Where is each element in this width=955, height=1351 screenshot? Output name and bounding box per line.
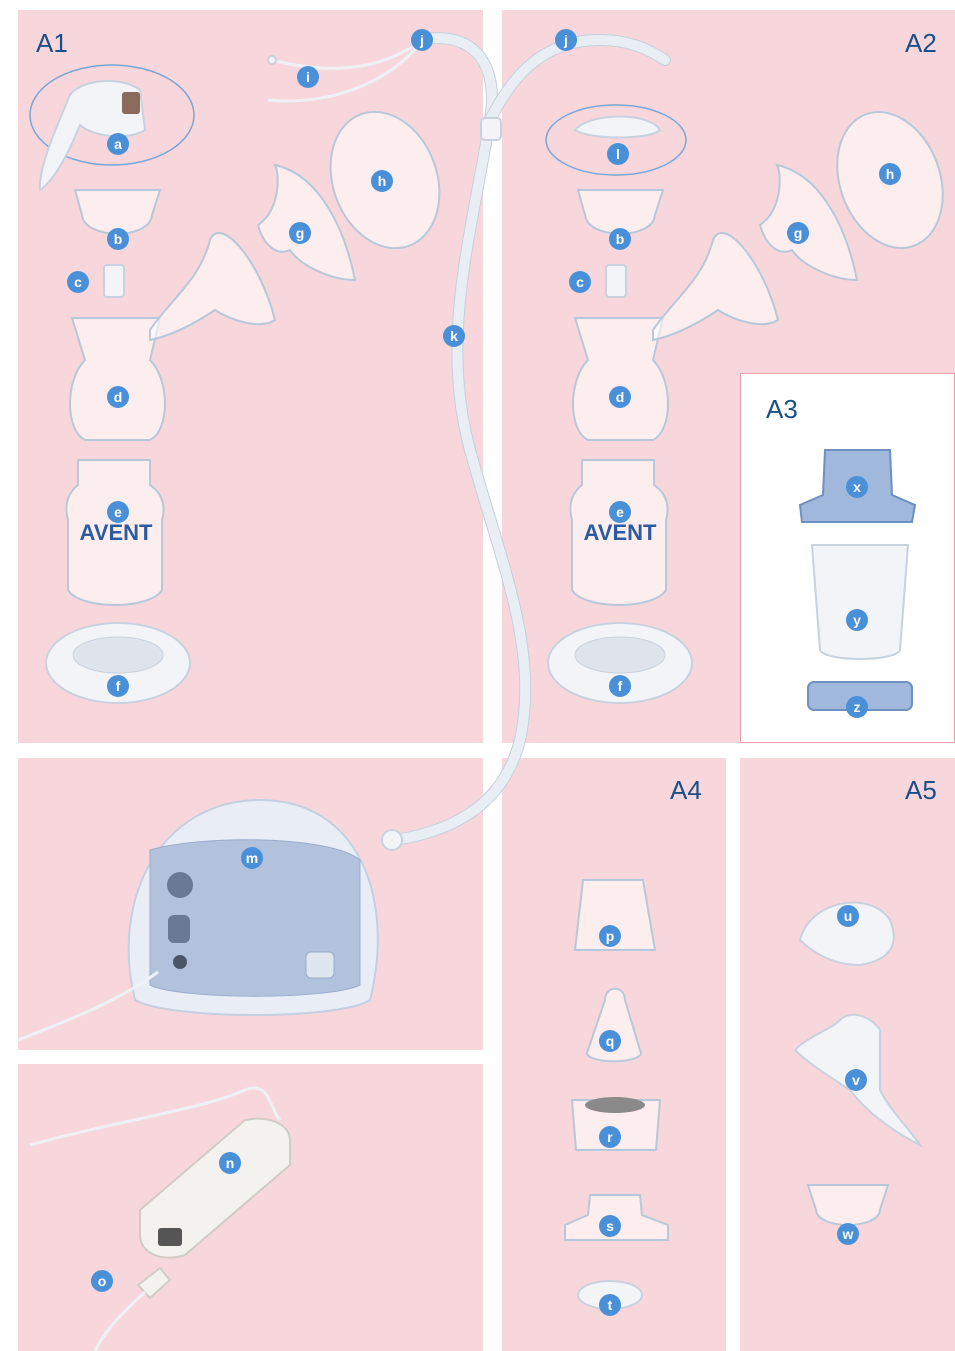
label-o: o [91,1270,113,1292]
label-a1-i: i [297,66,319,88]
a4-part-r-opening [585,1097,645,1113]
label-x: x [846,476,868,498]
label-a2-l: l [607,143,629,165]
a5-part-w [808,1185,888,1225]
a1-part-f-inner [73,637,163,673]
a1-bottle-logo: AVENT [80,520,153,545]
a1-funnel [150,233,275,340]
plug-o-cable [95,1292,145,1351]
a2-part-l [575,117,660,138]
label-a2-b: b [609,228,631,250]
panel-title-a4: A4 [670,775,702,806]
label-y: y [846,609,868,631]
tube-i-end [268,56,276,64]
label-q: q [599,1030,621,1052]
motor-button-top [167,872,193,898]
tube-a2-inner [490,40,665,120]
a1-part-c [104,265,124,297]
label-u: u [837,905,859,927]
motor-switch [306,952,334,978]
label-a2-g: g [787,222,809,244]
label-a1-c: c [67,271,89,293]
motor-button-middle [168,915,190,943]
adapter-socket [158,1228,182,1246]
label-a2-c: c [569,271,591,293]
label-z: z [846,696,868,718]
label-a2-e: e [609,501,631,523]
tube-connector [481,118,501,140]
motor-port [173,955,187,969]
label-a1-a: a [107,133,129,155]
label-a2-d: d [609,386,631,408]
label-t: t [599,1294,621,1316]
label-a2-h: h [879,163,901,185]
label-a1-d: d [107,386,129,408]
label-k: k [443,325,465,347]
label-a1-j: j [411,29,433,51]
tube-i-lower [268,44,420,101]
label-a1-e: e [107,501,129,523]
label-p: p [599,925,621,947]
a2-bottle-logo: AVENT [584,520,657,545]
panel-title-a5: A5 [905,775,937,806]
panel-title-a2: A2 [905,28,937,59]
label-w: w [837,1223,859,1245]
a3-part-y [812,545,908,659]
label-a1-g: g [289,222,311,244]
a1-part-a-window [122,92,140,114]
label-a2-f: f [609,675,631,697]
panel-title-a3: A3 [766,394,798,425]
a2-part-c [606,265,626,297]
label-n: n [219,1152,241,1174]
label-a1-h: h [371,170,393,192]
label-a2-j: j [555,29,577,51]
label-s: s [599,1215,621,1237]
motor-tube-connector [382,830,402,850]
panel-title-a1: A1 [36,28,68,59]
label-m: m [241,847,263,869]
a2-part-f-inner [575,637,665,673]
label-r: r [599,1126,621,1148]
label-v: v [845,1069,867,1091]
label-a1-f: f [107,675,129,697]
a2-funnel [653,233,778,340]
label-a1-b: b [107,228,129,250]
